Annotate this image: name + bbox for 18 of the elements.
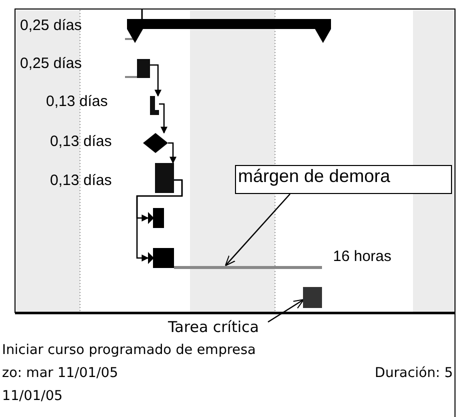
dependency-arrow (150, 64, 162, 97)
tooltip-text: zo: mar 11/01/05 (2, 365, 118, 381)
tooltip-text: 11/01/05 (2, 388, 63, 404)
dependency-arrow (136, 179, 183, 262)
duration-label: 0,13 días (46, 93, 108, 110)
duration-label: 0,25 días (20, 17, 82, 34)
duration-label: 0,25 días (20, 55, 82, 72)
tooltip-text: Iniciar curso programado de empresa (2, 342, 256, 358)
dependency-arrow (159, 103, 168, 134)
leader-line (268, 298, 304, 323)
tooltip-text: Duración: 5 (374, 365, 453, 381)
dependency-arrow (168, 142, 176, 164)
callout-text: Tarea crítica (168, 318, 268, 340)
callout-box: márgen de demora (235, 165, 452, 194)
duration-label: 0,13 días (50, 133, 112, 150)
leader-line (224, 194, 290, 266)
duration-label: 0,13 días (50, 172, 112, 189)
slack-label: 16 horas (333, 248, 392, 265)
